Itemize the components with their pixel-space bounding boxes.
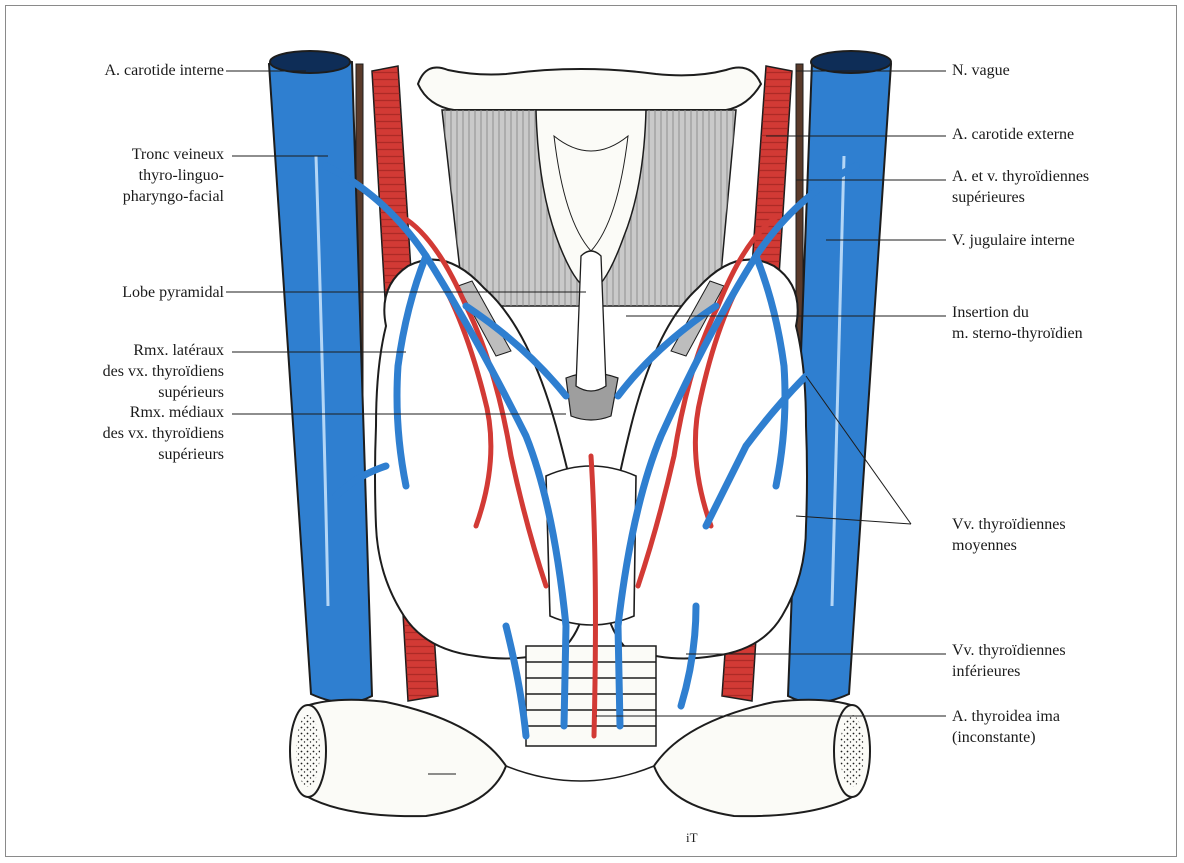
label-tronc-veineux: Tronc veineux thyro-linguo- pharyngo-fac…	[123, 144, 224, 207]
label-lobe-pyramidal: Lobe pyramidal	[122, 282, 224, 303]
label-rmx-lateraux: Rmx. latéraux des vx. thyroïdiens supéri…	[103, 340, 224, 403]
right-clavicle	[654, 700, 854, 816]
pyramidal-lobe	[576, 251, 606, 391]
label-n-vague: N. vague	[952, 60, 1010, 81]
hyoid-bone	[418, 67, 761, 110]
figure-frame: iT A. carotide interne Tronc veineux thy…	[5, 5, 1177, 857]
label-av-thyroidiennes-sup: A. et v. thyroïdiennes supérieures	[952, 166, 1089, 208]
left-clavicle	[306, 700, 506, 816]
label-vv-inferieures: Vv. thyroïdiennes inférieures	[952, 640, 1066, 682]
label-carotide-externe: A. carotide externe	[952, 124, 1074, 145]
label-carotide-interne: A. carotide interne	[105, 60, 225, 81]
trachea	[526, 646, 656, 746]
label-insertion-sterno-thyroidien: Insertion du m. sterno-thyroïdien	[952, 302, 1083, 344]
artist-signature: iT	[686, 830, 698, 845]
label-vv-moyennes: Vv. thyroïdiennes moyennes	[952, 514, 1066, 556]
label-rmx-mediaux: Rmx. médiaux des vx. thyroïdiens supérie…	[103, 402, 224, 465]
label-v-jugulaire-interne: V. jugulaire interne	[952, 230, 1075, 251]
label-thyroidea-ima: A. thyroidea ima (inconstante)	[952, 706, 1060, 748]
